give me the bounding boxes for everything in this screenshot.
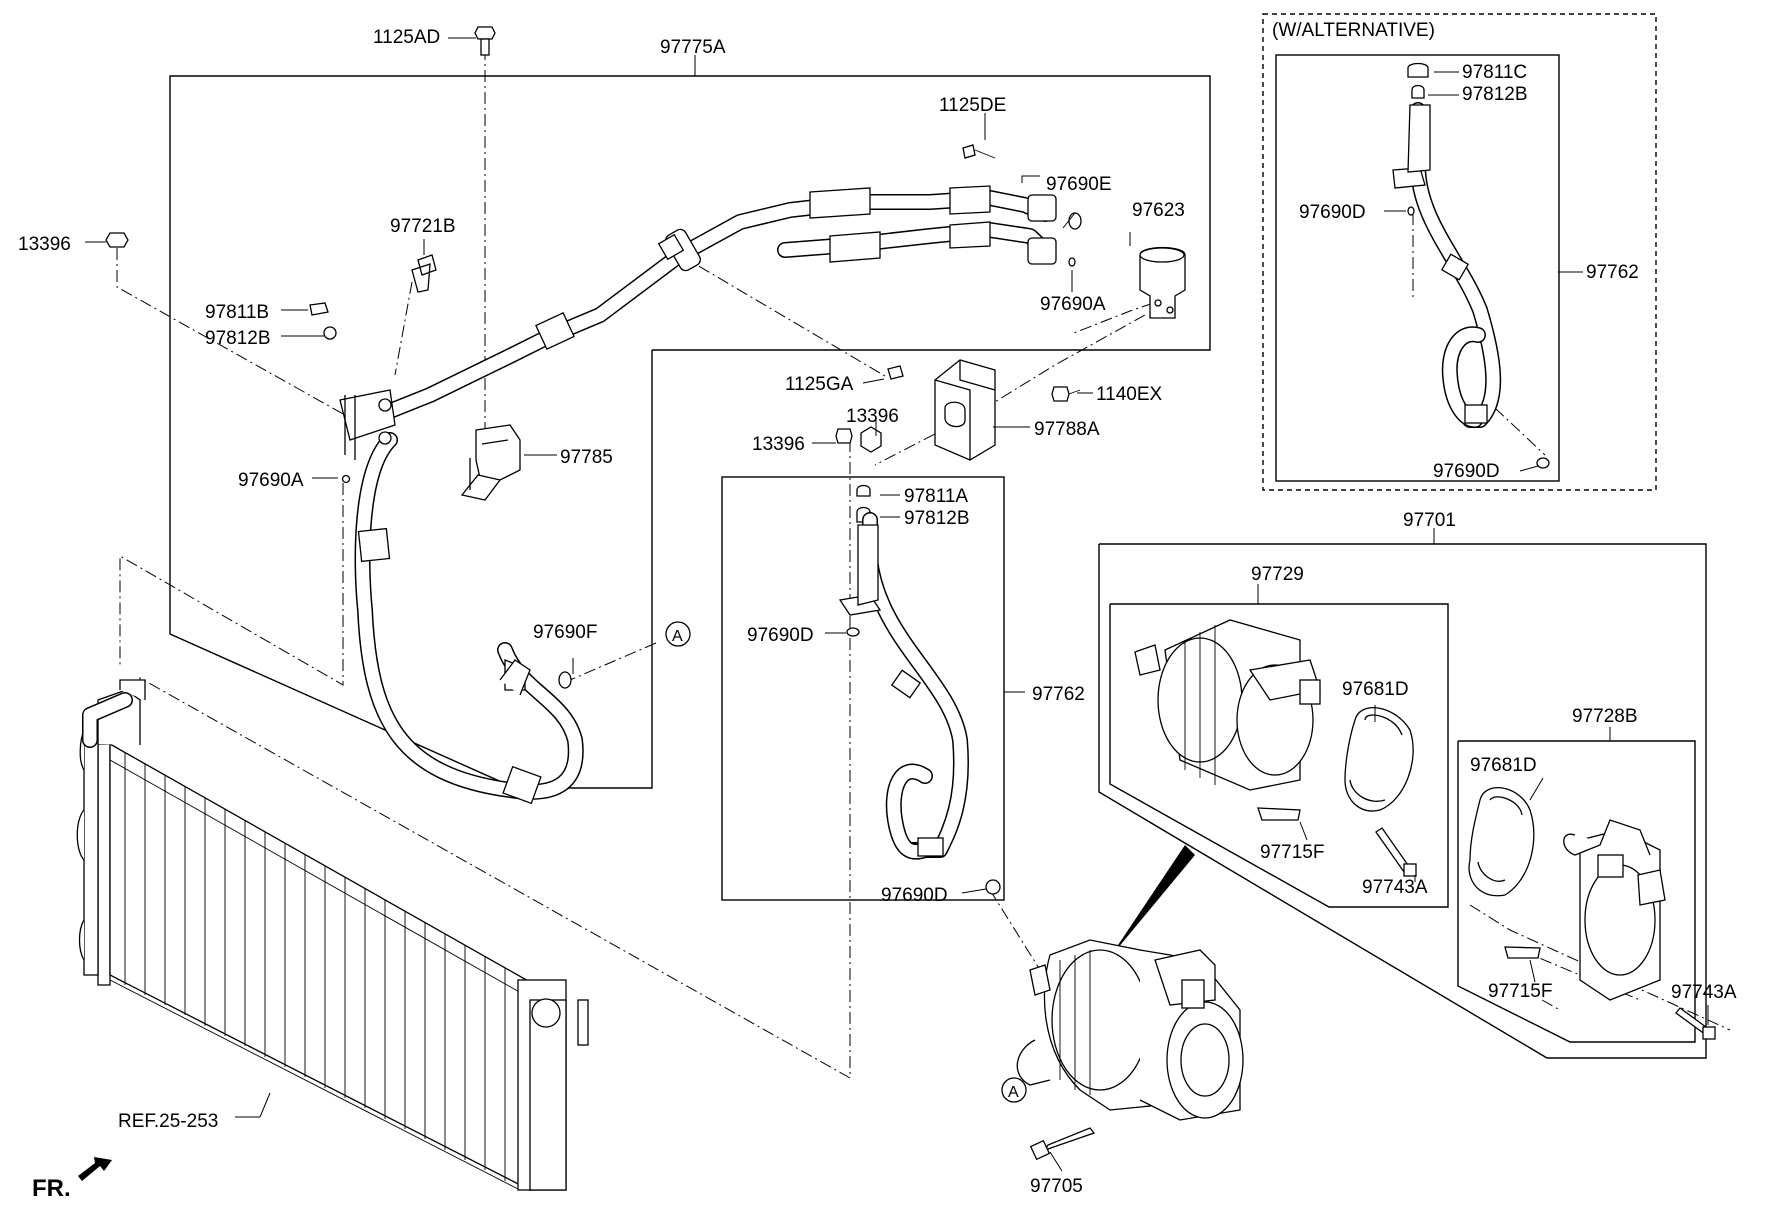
label-97681D-a: 97681D: [1342, 679, 1409, 700]
label-97762-alt: 97762: [1586, 262, 1639, 283]
compressor-97729-frame: [1109, 603, 1449, 908]
alternative-frame: [1262, 13, 1657, 491]
label-97690E: 97690E: [1046, 174, 1112, 195]
suction-hose-97775A: [339, 185, 1057, 805]
label-1140EX: 1140EX: [1096, 384, 1163, 405]
label-97715F-b: 97715F: [1488, 981, 1552, 1002]
cover-97788A: [934, 359, 996, 461]
guide-lines: [116, 48, 1731, 1079]
compressor-assembly-frame: [1098, 543, 1707, 1059]
label-97681D-b: 97681D: [1470, 755, 1537, 776]
label-ref-25-253: REF.25-253: [118, 1111, 218, 1132]
bracket-97785: [460, 424, 521, 501]
label-97705: 97705: [1030, 1176, 1083, 1197]
mid-pipe-frame: [721, 476, 1005, 901]
label-97762-mid: 97762: [1032, 684, 1085, 705]
label-97812B-mid: 97812B: [904, 508, 970, 529]
label-97623: 97623: [1132, 200, 1185, 221]
label-97743A-a: 97743A: [1362, 877, 1428, 898]
condenser-drawing: [76, 679, 589, 1192]
compressor-97728B-drawing: [1468, 787, 1716, 1040]
label-97788A: 97788A: [1034, 419, 1100, 440]
alternative-pipe-frame: [1275, 54, 1560, 482]
label-1125GA: 1125GA: [785, 374, 854, 395]
label-97811B: 97811B: [205, 302, 269, 323]
label-1125AD: 1125AD: [373, 27, 440, 48]
label-1125DE: 1125DE: [939, 95, 1006, 116]
hose-assembly-frame: [169, 75, 1211, 789]
label-97812B-alt: 97812B: [1462, 84, 1528, 105]
reference-marker-a-top: A: [665, 621, 691, 647]
leader-lines: [85, 37, 1709, 1172]
label-alternative: (W/ALTERNATIVE): [1272, 20, 1435, 41]
label-97811A: 97811A: [904, 486, 968, 507]
discharge-pipe-97762-alt: [1392, 102, 1502, 428]
label-97775A: 97775A: [660, 37, 726, 58]
label-13396-mid-b: 13396: [752, 434, 805, 455]
label-97690A-left: 97690A: [238, 470, 304, 491]
label-97743A-b: 97743A: [1671, 982, 1737, 1003]
label-97785: 97785: [560, 447, 613, 468]
label-13396-left: 13396: [18, 234, 71, 255]
label-97715F-a: 97715F: [1260, 842, 1324, 863]
label-97690D-alt-top: 97690D: [1299, 202, 1366, 223]
compressor-97729-drawing: [1134, 619, 1417, 877]
svg-text:A: A: [1008, 1084, 1019, 1101]
label-97690D-alt-bottom: 97690D: [1433, 461, 1500, 482]
fasteners: [105, 26, 1550, 895]
compressor-97728B-frame: [1457, 740, 1696, 1043]
label-97721B: 97721B: [390, 216, 456, 237]
label-97690D-mid-bottom: 97690D: [881, 885, 948, 906]
discharge-pipe-97762: [838, 512, 969, 860]
label-97690F: 97690F: [533, 622, 597, 643]
label-13396-mid-a: 13396: [846, 406, 899, 427]
reference-marker-a-bottom: A: [1001, 1077, 1027, 1103]
expansion-valve-97623: [1139, 246, 1186, 319]
label-97701: 97701: [1403, 510, 1456, 531]
label-97812B-left: 97812B: [205, 328, 271, 349]
label-97729: 97729: [1251, 564, 1304, 585]
front-arrow-icon: [78, 1157, 112, 1181]
label-97811C: 97811C: [1462, 62, 1527, 83]
label-fr: FR.: [32, 1175, 71, 1202]
label-97728B: 97728B: [1572, 706, 1638, 727]
label-97690D-mid-top: 97690D: [747, 625, 814, 646]
svg-text:A: A: [672, 628, 683, 645]
label-97690A-top: 97690A: [1040, 294, 1106, 315]
compressor-main-drawing: [1016, 845, 1244, 1161]
part-labels: 97775A 1125AD 1125DE 97690E 97623 97690A…: [18, 20, 1737, 1202]
